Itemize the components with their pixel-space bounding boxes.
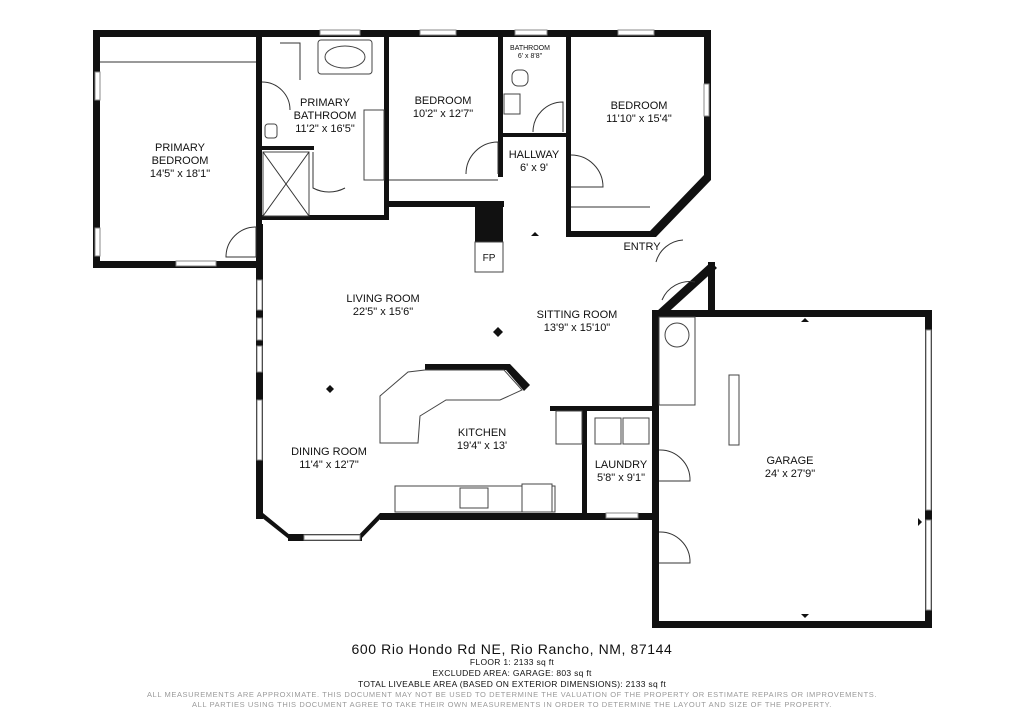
bathtub-basin <box>324 45 366 69</box>
vanity <box>363 109 385 181</box>
wall-left <box>93 30 100 268</box>
window <box>617 29 655 36</box>
window <box>319 29 361 36</box>
wall-bath-right <box>384 37 389 220</box>
fixtures <box>100 39 740 513</box>
marker <box>531 232 539 236</box>
disclaimer-line-2: ALL PARTIES USING THIS DOCUMENT AGREE TO… <box>192 700 832 709</box>
doors <box>225 42 696 564</box>
garage-door <box>925 519 932 611</box>
garage-door <box>925 329 932 511</box>
markers <box>326 232 922 618</box>
wall-bed1-bottom <box>386 201 504 207</box>
windows <box>94 29 932 611</box>
toilet <box>511 69 529 87</box>
wall-bath-bottom <box>256 215 386 220</box>
property-address: 600 Rio Hondo Rd NE, Rio Rancho, NM, 871… <box>351 641 673 657</box>
wall-entry-diag <box>656 262 717 318</box>
fireplace <box>474 241 504 273</box>
wall-dining-bay-left <box>256 513 296 540</box>
marker <box>493 327 503 337</box>
wall-bed2-bottom <box>566 231 656 237</box>
wall-garage-bottom <box>652 621 932 628</box>
kitchen-island <box>379 369 523 444</box>
window <box>703 83 710 117</box>
wall-garage-top <box>652 310 932 317</box>
pantry <box>555 410 583 445</box>
window <box>94 71 101 101</box>
wall-entry-right <box>708 262 715 312</box>
wall-laundry-top <box>550 406 658 411</box>
disclaimer-line-1: ALL MEASUREMENTS ARE APPROXIMATE. THIS D… <box>146 690 878 699</box>
floor-area: FLOOR 1: 2133 sq ft <box>469 657 555 667</box>
wall-bath2-right <box>566 37 571 137</box>
room-entry: ENTRY <box>623 241 661 253</box>
marker <box>326 385 334 393</box>
wall-bed2-left <box>566 137 571 237</box>
wall-laundry-left <box>582 406 587 516</box>
sink <box>503 93 521 115</box>
wall-dining-bay-right <box>354 513 386 540</box>
window <box>303 534 361 541</box>
marker <box>801 318 809 322</box>
range <box>459 487 489 509</box>
window <box>256 279 263 311</box>
window <box>419 29 457 36</box>
window <box>256 345 263 373</box>
wall-bed-bath <box>256 37 262 227</box>
kitchen-island-wall <box>425 364 530 391</box>
wall-garage-left <box>652 310 659 628</box>
window <box>256 399 263 461</box>
window <box>514 29 548 36</box>
washer <box>594 417 622 445</box>
toilet <box>264 123 278 139</box>
wall-bath2-bottom <box>500 133 570 137</box>
marker <box>918 518 922 526</box>
dryer <box>622 417 650 445</box>
excluded-area: EXCLUDED AREA: GARAGE: 803 sq ft <box>432 668 592 678</box>
window <box>256 317 263 341</box>
fireplace-mass <box>475 204 503 242</box>
wall-bed1-right <box>498 37 503 177</box>
window <box>605 512 639 519</box>
fireplace-label: FP <box>483 253 496 264</box>
wall-top <box>93 30 709 37</box>
wall-bath-mid <box>262 146 314 150</box>
window <box>175 260 217 267</box>
total-liveable-area: TOTAL LIVEABLE AREA (BASED ON EXTERIOR D… <box>357 679 666 689</box>
fridge <box>521 483 553 513</box>
marker <box>801 614 809 618</box>
wall-bottom <box>380 513 658 520</box>
water-heater <box>664 322 690 348</box>
walls <box>93 30 932 628</box>
wall-bed2-diagonal <box>650 175 711 237</box>
garage-shelf <box>728 374 740 446</box>
plan-footer: 600 Rio Hondo Rd NE, Rio Rancho, NM, 871… <box>0 640 1024 710</box>
window <box>94 227 101 257</box>
